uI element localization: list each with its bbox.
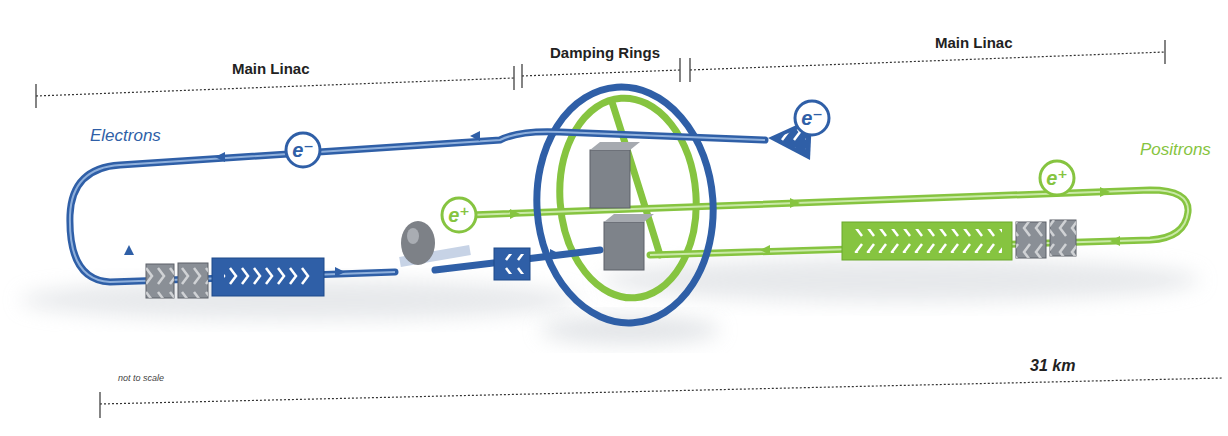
particle-symbol: e⁺ xyxy=(1037,158,1077,198)
particle-badge: e⁻ xyxy=(283,130,323,170)
diagram-label: 31 km xyxy=(1030,357,1075,375)
particle-symbol: e⁻ xyxy=(792,98,832,138)
diagram-label: Positrons xyxy=(1140,140,1211,160)
particle-badge: e⁺ xyxy=(439,195,479,235)
particle-symbol: e⁻ xyxy=(283,130,323,170)
particle-badge: e⁺ xyxy=(1037,158,1077,198)
diagram-label: not to scale xyxy=(118,373,164,383)
diagram-label: Damping Rings xyxy=(550,44,660,61)
particle-badge: e⁻ xyxy=(792,98,832,138)
diagram-label: Main Linac xyxy=(232,60,310,77)
diagram-label: Main Linac xyxy=(935,34,1013,51)
particle-symbol: e⁺ xyxy=(439,195,479,235)
diagram-label: Electrons xyxy=(90,126,161,146)
